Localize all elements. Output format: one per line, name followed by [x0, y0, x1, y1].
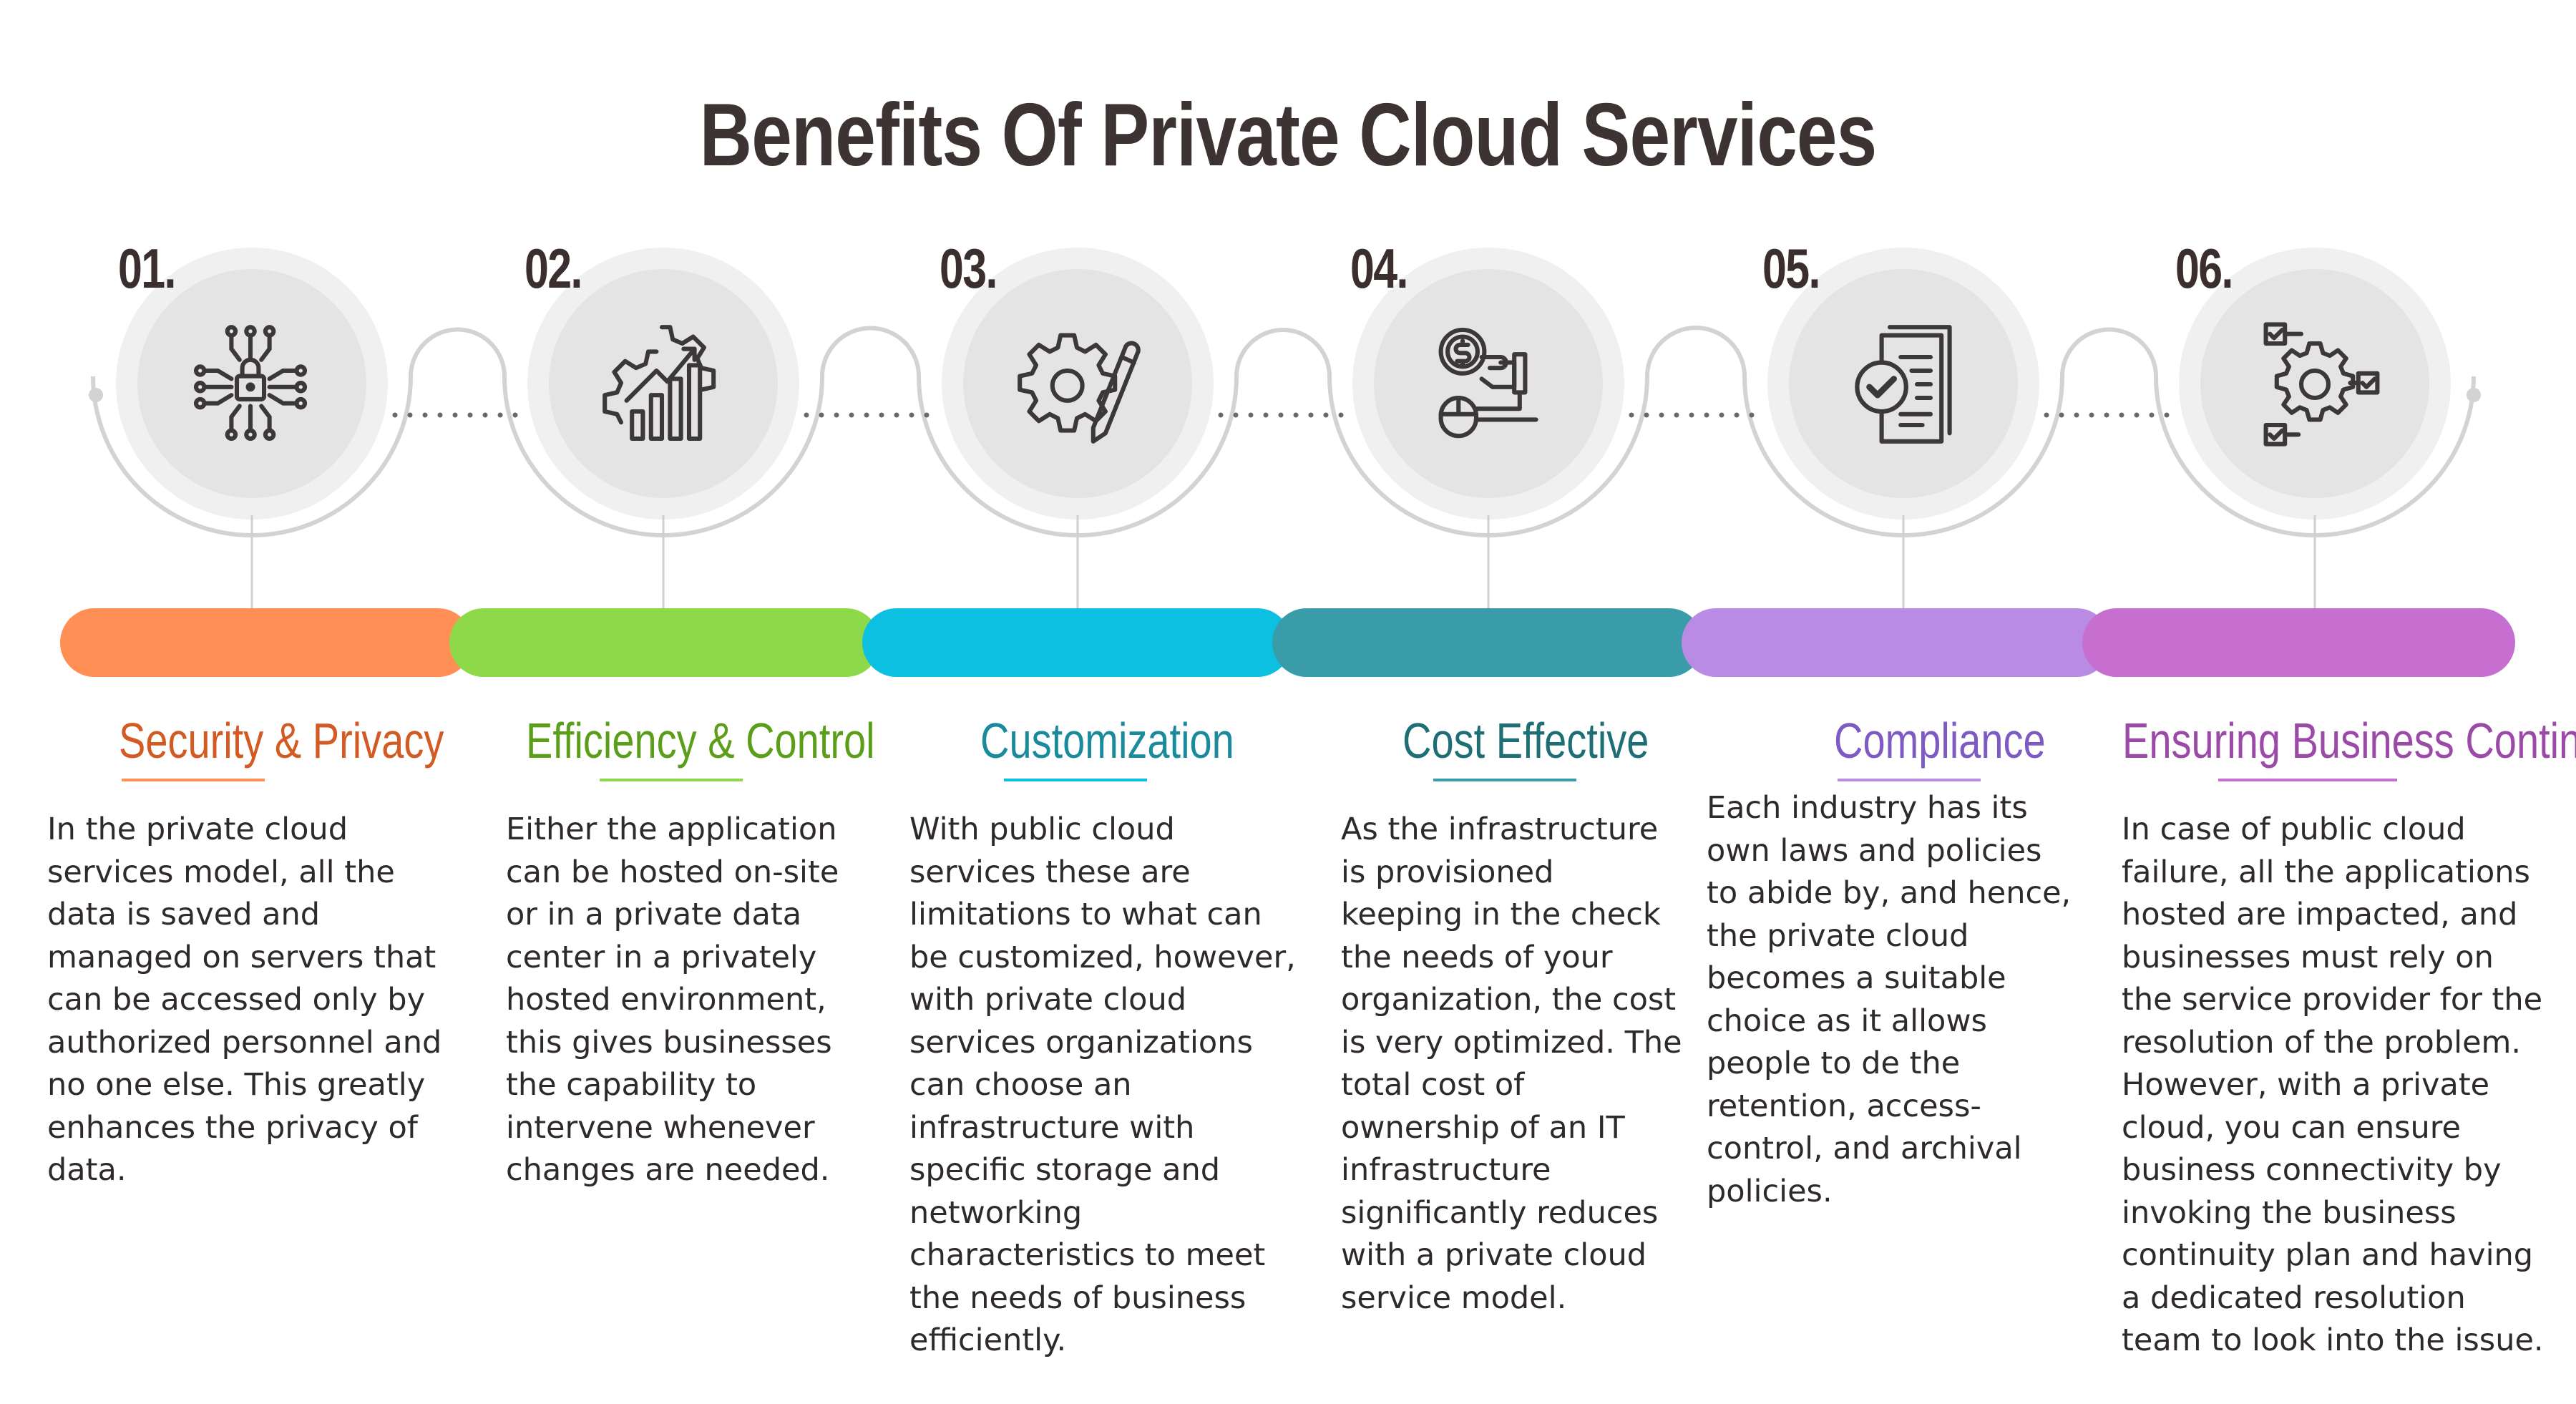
icon-circle-inner — [2200, 269, 2429, 498]
icon-circle-inner — [963, 269, 1192, 498]
heading-underline — [1004, 779, 1147, 781]
color-bar-segment — [862, 608, 1292, 677]
gear-pencil-icon — [962, 270, 1191, 499]
timeline-track — [91, 326, 2476, 537]
description-security-privacy: In the private cloud services model, all… — [47, 811, 442, 1188]
page-title: Benefits Of Private Cloud Services — [699, 86, 1878, 185]
heading-efficiency-control: Efficiency & Control — [526, 713, 875, 769]
heading-underline — [600, 779, 743, 781]
step-number-5: 05. — [1762, 237, 1820, 300]
step-number-3: 03. — [940, 237, 997, 300]
step-number-4: 04. — [1350, 237, 1408, 300]
circuit-lock-icon — [136, 270, 365, 499]
description-business-continuity: In case of public cloud failure, all the… — [2122, 811, 2544, 1358]
heading-customization: Customization — [980, 713, 1234, 769]
track-end-dot — [89, 388, 103, 402]
color-bar-segment — [449, 608, 880, 677]
heading-business-continuity: Ensuring Business Continuity — [2122, 713, 2576, 769]
step-number-1: 01. — [118, 237, 176, 300]
heading-underline — [1433, 779, 1576, 781]
heading-underline — [2218, 779, 2397, 781]
color-bar-segment — [1272, 608, 1703, 677]
document-check-icon — [1789, 270, 2018, 499]
gear-checklist-icon — [2200, 270, 2429, 499]
heading-cost-effective: Cost Effective — [1402, 713, 1649, 769]
track-end-dot — [2467, 388, 2481, 402]
heading-underline — [1838, 779, 1981, 781]
heading-compliance: Compliance — [1834, 713, 2046, 769]
description-efficiency-control: Either the application can be hosted on-… — [506, 811, 839, 1188]
icon-circle-inner — [549, 269, 778, 498]
description-cost-effective: As the infrastructure is provisioned kee… — [1341, 811, 1682, 1316]
color-bar-segment — [60, 608, 472, 677]
description-customization: With public cloud services these are lim… — [909, 811, 1296, 1358]
color-bar-segment — [2082, 608, 2515, 677]
description-compliance: Each industry has its own laws and polic… — [1707, 790, 2072, 1209]
heading-security-privacy: Security & Privacy — [119, 713, 444, 769]
dollar-hand-mouse-icon — [1375, 270, 1604, 499]
heading-underline — [122, 779, 265, 781]
color-bar-segment — [1682, 608, 2111, 677]
step-number-6: 06. — [2175, 237, 2233, 300]
gear-growth-chart-icon — [547, 270, 776, 499]
step-number-2: 02. — [525, 237, 582, 300]
